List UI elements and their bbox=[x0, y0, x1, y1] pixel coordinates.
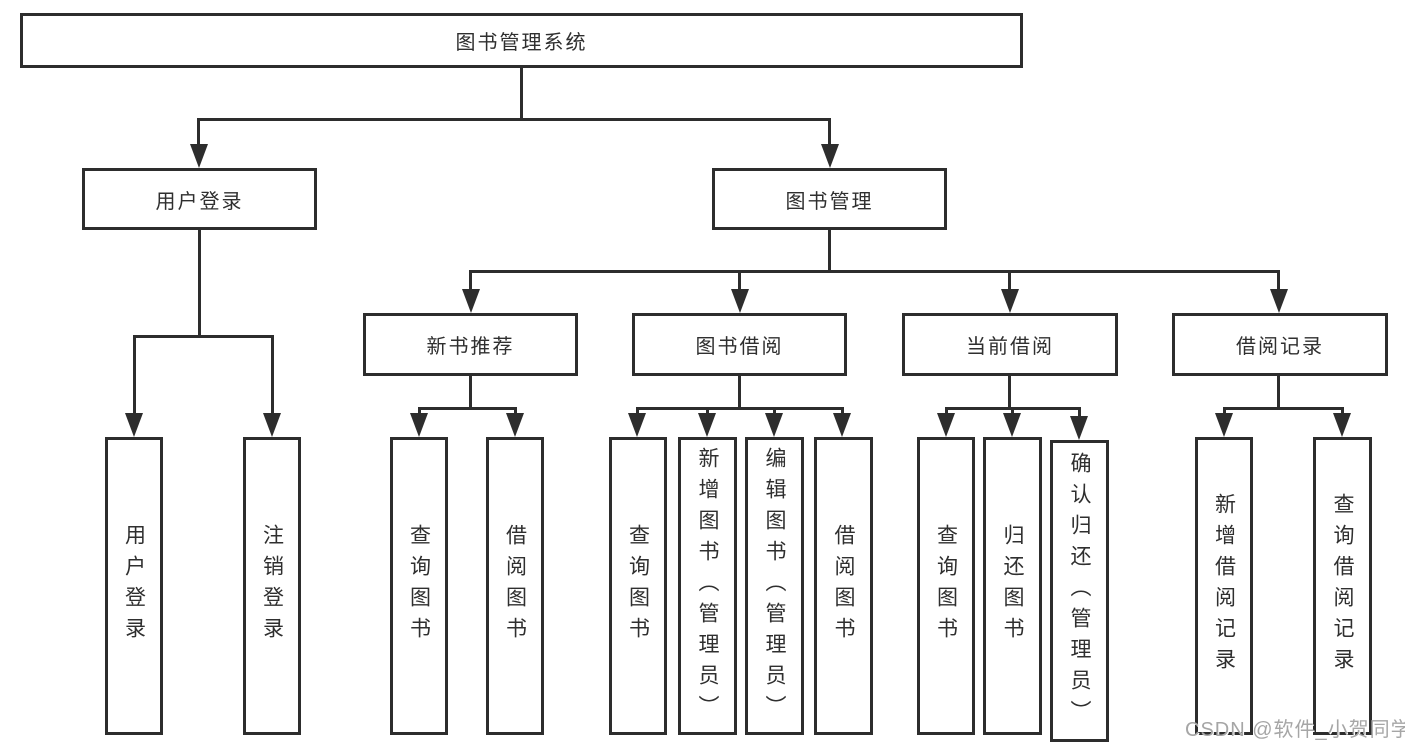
arrowhead-book-borrow bbox=[731, 289, 749, 313]
leaf-label: 查询图书 bbox=[407, 524, 431, 648]
arrowhead-br1 bbox=[1215, 413, 1233, 437]
connector-newbook-vline bbox=[469, 376, 472, 410]
connector-drop-cb3 bbox=[1078, 407, 1081, 418]
connector-drop-cb2 bbox=[1011, 407, 1014, 415]
arrowhead-bb1 bbox=[628, 413, 646, 437]
connector-borrowrecord-hline bbox=[1223, 407, 1344, 410]
node-label: 当前借阅 bbox=[966, 336, 1054, 358]
arrowhead-bb2 bbox=[698, 413, 716, 437]
connector-drop-new-book bbox=[469, 270, 472, 291]
arrowhead-current-borrow bbox=[1001, 289, 1019, 313]
leaf-query-books-recommend: 查询图书 bbox=[390, 437, 448, 735]
node-label: 用户登录 bbox=[155, 190, 244, 213]
connector-root-vline bbox=[520, 66, 523, 120]
leaf-label: 新增借阅记录 bbox=[1212, 493, 1236, 679]
node-current-borrow: 当前借阅 bbox=[902, 313, 1118, 376]
connector-drop-br1 bbox=[1223, 407, 1226, 415]
arrowhead-book-management bbox=[821, 144, 839, 168]
connector-drop-borrow-record bbox=[1277, 270, 1280, 291]
leaf-return-books: 归还图书 bbox=[983, 437, 1042, 735]
connector-drop-bb1 bbox=[636, 407, 639, 415]
connector-root-hline bbox=[197, 118, 831, 121]
leaf-confirm-return-admin: 确认归还（管理员） bbox=[1050, 440, 1109, 742]
node-library-management-system: 图书管理系统 bbox=[20, 13, 1023, 68]
arrowhead-nb2 bbox=[506, 413, 524, 437]
connector-drop-book-borrow bbox=[738, 270, 741, 291]
connector-drop-user-login bbox=[197, 118, 200, 148]
connector-drop-nb2 bbox=[514, 407, 517, 415]
connector-drop-book-management bbox=[828, 118, 831, 148]
node-book-borrow: 图书借阅 bbox=[632, 313, 847, 376]
node-label: 图书管理 bbox=[785, 190, 874, 213]
leaf-edit-books-admin: 编辑图书（管理员） bbox=[745, 437, 804, 735]
leaf-query-borrow-record: 查询借阅记录 bbox=[1313, 437, 1372, 735]
arrowhead-br2 bbox=[1333, 413, 1351, 437]
leaf-label: 查询图书 bbox=[626, 524, 650, 648]
arrowhead-cb1 bbox=[937, 413, 955, 437]
leaf-query-books-borrow: 查询图书 bbox=[609, 437, 667, 735]
arrowhead-nb1 bbox=[410, 413, 428, 437]
leaf-label: 注销登录 bbox=[260, 524, 284, 648]
leaf-add-books-admin: 新增图书（管理员） bbox=[678, 437, 737, 735]
connector-bookmgmt-vline bbox=[828, 230, 831, 272]
connector-drop-bb4 bbox=[841, 407, 844, 415]
leaf-label: 用户登录 bbox=[122, 524, 146, 648]
leaf-add-borrow-record: 新增借阅记录 bbox=[1195, 437, 1253, 735]
connector-drop-bb3 bbox=[773, 407, 776, 415]
arrowhead-user-login bbox=[190, 144, 208, 168]
connector-newbook-hline bbox=[418, 407, 517, 410]
arrowhead-cb2 bbox=[1003, 413, 1021, 437]
connector-userlogin-hline bbox=[133, 335, 274, 338]
leaf-label: 确认归还（管理员） bbox=[1068, 451, 1091, 731]
node-book-management: 图书管理 bbox=[712, 168, 947, 230]
node-label: 新书推荐 bbox=[426, 336, 515, 358]
arrowhead-new-book bbox=[462, 289, 480, 313]
leaf-logout: 注销登录 bbox=[243, 437, 301, 735]
connector-drop-leaf-user-login bbox=[133, 335, 136, 415]
connector-bookborrow-vline bbox=[738, 376, 741, 410]
connector-bookborrow-hline bbox=[636, 407, 844, 410]
leaf-label: 查询图书 bbox=[934, 524, 958, 648]
connector-drop-leaf-logout bbox=[271, 335, 274, 415]
leaf-user-login: 用户登录 bbox=[105, 437, 163, 735]
connector-drop-bb2 bbox=[706, 407, 709, 415]
leaf-label: 新增图书（管理员） bbox=[696, 446, 719, 726]
node-label: 借阅记录 bbox=[1236, 336, 1324, 358]
node-user-login: 用户登录 bbox=[82, 168, 317, 230]
arrowhead-leaf-logout bbox=[263, 413, 281, 437]
arrowhead-borrow-record bbox=[1270, 289, 1288, 313]
connector-bookmgmt-hline bbox=[469, 270, 1280, 273]
leaf-borrow-books: 借阅图书 bbox=[814, 437, 873, 735]
leaf-borrow-books-recommend: 借阅图书 bbox=[486, 437, 544, 735]
leaf-query-books-current: 查询图书 bbox=[917, 437, 975, 735]
arrowhead-bb3 bbox=[765, 413, 783, 437]
node-label: 图书管理系统 bbox=[455, 32, 588, 54]
connector-drop-nb1 bbox=[418, 407, 421, 415]
arrowhead-leaf-user-login bbox=[125, 413, 143, 437]
node-new-book-recommend: 新书推荐 bbox=[363, 313, 578, 376]
leaf-label: 借阅图书 bbox=[503, 524, 527, 648]
csdn-watermark: CSDN @软件_小贺同学 bbox=[1185, 719, 1405, 741]
leaf-label: 借阅图书 bbox=[832, 524, 855, 648]
connector-drop-br2 bbox=[1341, 407, 1344, 415]
node-borrow-records: 借阅记录 bbox=[1172, 313, 1388, 376]
leaf-label: 查询借阅记录 bbox=[1331, 493, 1354, 679]
connector-userlogin-vline bbox=[198, 230, 201, 338]
connector-drop-current-borrow bbox=[1008, 270, 1011, 291]
connector-currentborrow-vline bbox=[1008, 376, 1011, 410]
leaf-label: 编辑图书（管理员） bbox=[763, 446, 786, 726]
arrowhead-cb3 bbox=[1070, 416, 1088, 440]
connector-drop-cb1 bbox=[945, 407, 948, 415]
connector-borrowrecord-vline bbox=[1277, 376, 1280, 410]
arrowhead-bb4 bbox=[833, 413, 851, 437]
leaf-label: 归还图书 bbox=[1001, 524, 1024, 648]
node-label: 图书借阅 bbox=[695, 336, 784, 358]
